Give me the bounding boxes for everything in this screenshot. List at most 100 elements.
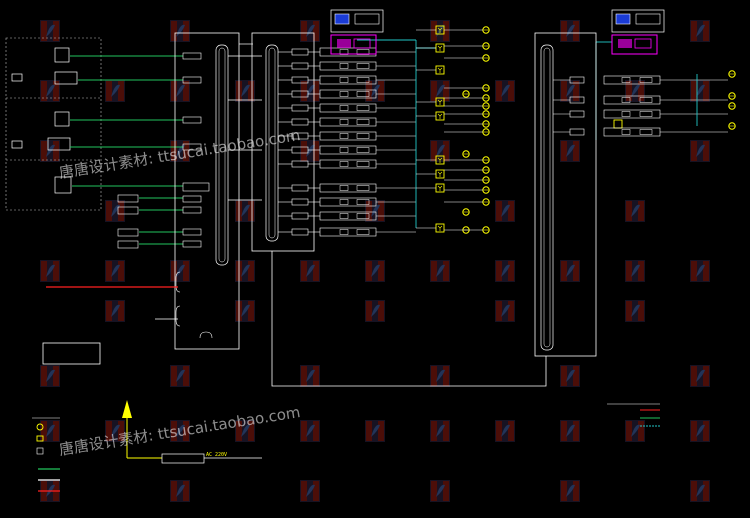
yellow-device-boxes: [416, 25, 623, 233]
matrix-panel: [251, 32, 315, 252]
antenna-icon: [122, 400, 262, 464]
logo-tile: [430, 420, 450, 442]
matrix-port: [291, 212, 309, 220]
input-boxes: [117, 194, 139, 249]
logo-tile: [105, 80, 125, 102]
matrix-port: [291, 198, 309, 206]
camera-group-box: [5, 37, 102, 211]
logo-tile: [430, 365, 450, 387]
logo-tile: [560, 140, 580, 162]
logo-tile: [430, 80, 450, 102]
logo-tile: [430, 140, 450, 162]
logo-tile: [690, 260, 710, 282]
logo-tile: [105, 260, 125, 282]
power-voltage-label: AC 220V: [206, 452, 227, 458]
camera-icon: [462, 208, 470, 216]
logo-tile: [300, 20, 320, 42]
logo-tile: [430, 480, 450, 502]
matrix-port: [291, 62, 309, 70]
logo-tile: [560, 20, 580, 42]
camera-icon: [11, 73, 23, 149]
logo-tile: [365, 260, 385, 282]
logo-tile: [170, 365, 190, 387]
logo-tile: [365, 200, 385, 222]
matrix-port: [291, 118, 309, 126]
logo-tile: [40, 20, 60, 42]
logo-tile: [365, 80, 385, 102]
logo-tile: [105, 200, 125, 222]
monitor-group-1: [330, 9, 384, 55]
logo-tile: [170, 80, 190, 102]
matrix-port: [291, 48, 309, 56]
logo-tile: [300, 365, 320, 387]
logo-tile: [560, 420, 580, 442]
bus-line: [271, 251, 547, 387]
logo-tile: [235, 300, 255, 322]
logo-tile: [560, 365, 580, 387]
right-main-panel: [534, 32, 597, 357]
logo-tile: [365, 300, 385, 322]
logo-tile: [625, 420, 645, 442]
matrix-rows: [278, 47, 416, 237]
watermark-text-bottom: 唐唐设计素材: ttsucai.taobao.com: [58, 403, 302, 459]
matrix-port: [291, 228, 309, 236]
storage-box: [42, 342, 101, 365]
matrix-port: [569, 128, 585, 136]
camera-icon: [728, 122, 736, 130]
logo-tile: [40, 365, 60, 387]
camera-icon: [462, 90, 470, 98]
logo-tile: [495, 200, 515, 222]
logo-tile: [300, 260, 320, 282]
logo-tile: [690, 420, 710, 442]
logo-tile: [40, 260, 60, 282]
right-panel-rows: [553, 74, 728, 137]
logo-tile: [690, 480, 710, 502]
green-signal-lines: [70, 55, 183, 245]
camera-icon: [728, 70, 736, 78]
logo-tile: [625, 200, 645, 222]
symbol-legend: [32, 417, 60, 492]
logo-tile: [625, 260, 645, 282]
logo-tile: [365, 420, 385, 442]
logo-tile: [495, 300, 515, 322]
logo-tile: [430, 260, 450, 282]
logo-tile: [560, 480, 580, 502]
camera-icon: [728, 92, 736, 100]
logo-tile: [170, 420, 190, 442]
logo-tile: [560, 80, 580, 102]
logo-tile: [300, 480, 320, 502]
recorder-unit: [603, 109, 661, 119]
logo-tile: [625, 80, 645, 102]
logo-tile: [235, 260, 255, 282]
cyan-trunk: [357, 39, 612, 228]
logo-tile: [40, 80, 60, 102]
monitor-group-2: [611, 9, 665, 55]
camera-icon: [462, 150, 470, 158]
logo-tile: [235, 420, 255, 442]
logo-tile: [105, 420, 125, 442]
yellow-device-box: [613, 119, 623, 129]
control-panel: [174, 32, 240, 350]
logo-tile: [625, 300, 645, 322]
device-box: [47, 47, 78, 194]
logo-tile: [495, 260, 515, 282]
panel-to-matrix-lines: [228, 43, 262, 201]
matrix-port: [291, 184, 309, 192]
watermark-text-top: 唐唐设计素材: ttsucai.taobao.com: [58, 126, 302, 182]
logo-tile: [300, 420, 320, 442]
logo-tile: [300, 140, 320, 162]
yellow-camera-symbols: [444, 26, 736, 234]
logo-tile: [40, 140, 60, 162]
logo-tile: [40, 420, 60, 442]
matrix-port: [291, 104, 309, 112]
recorder-unit: [603, 127, 661, 137]
logo-tile: [690, 365, 710, 387]
logo-tile: [495, 420, 515, 442]
logo-tile: [690, 20, 710, 42]
logo-tile: [495, 80, 515, 102]
logo-tile: [170, 260, 190, 282]
logo-tile: [170, 480, 190, 502]
logo-tile: [690, 80, 710, 102]
matrix-port: [569, 110, 585, 118]
